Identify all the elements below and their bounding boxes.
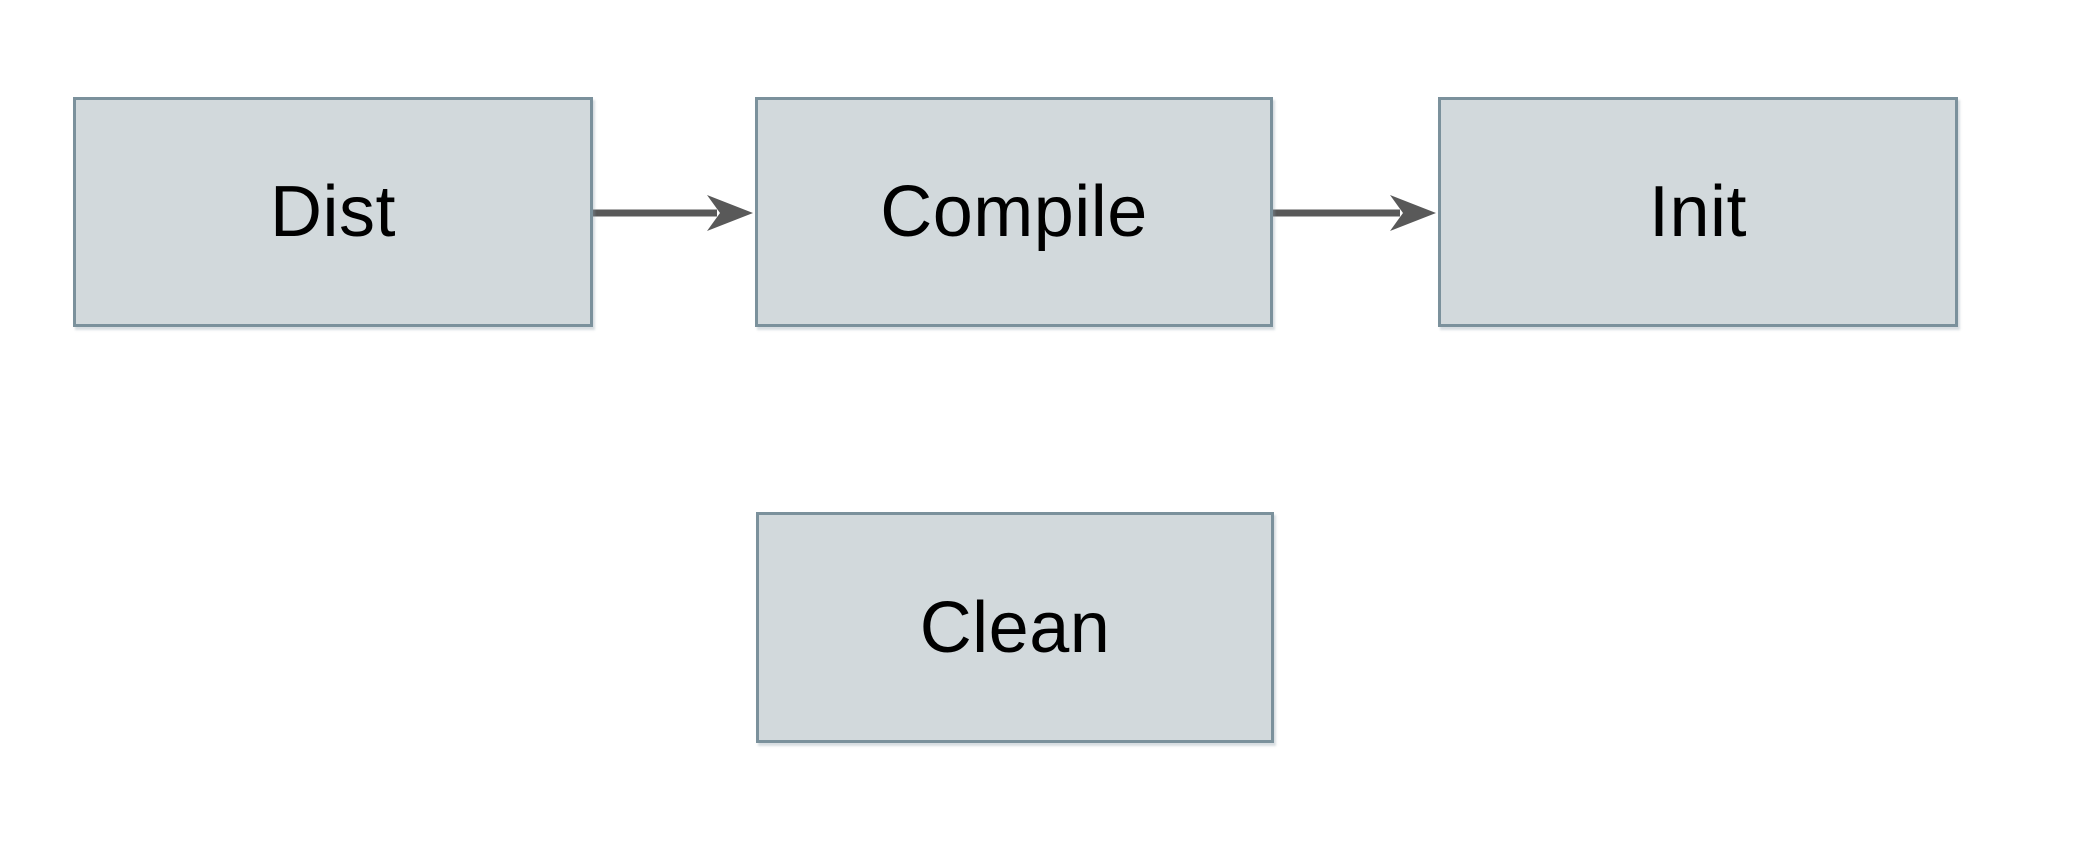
node-dist[interactable]: Dist <box>73 97 593 327</box>
node-compile-label: Compile <box>880 172 1148 252</box>
node-compile[interactable]: Compile <box>755 97 1273 327</box>
node-init-label: Init <box>1648 172 1748 252</box>
node-clean-label: Clean <box>919 587 1111 668</box>
arrow-compile-to-init <box>1273 195 1436 231</box>
node-dist-label: Dist <box>270 172 396 252</box>
node-init[interactable]: Init <box>1438 97 1958 327</box>
arrow-dist-to-compile <box>593 195 753 231</box>
node-clean[interactable]: Clean <box>756 512 1274 743</box>
